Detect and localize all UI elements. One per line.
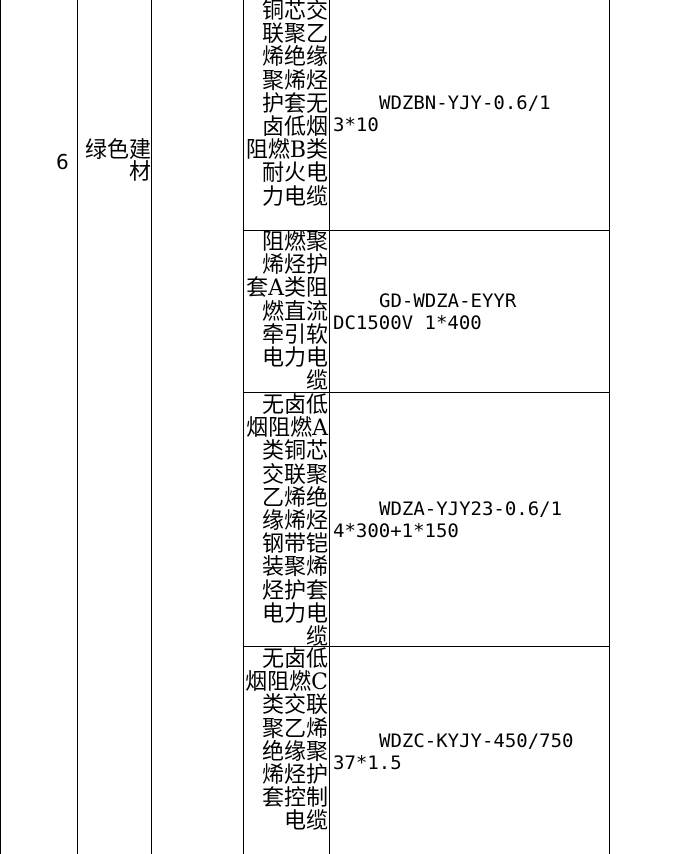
category-cell: 绿色建材: [84, 138, 151, 185]
model-line: 4*300+1*150: [333, 520, 459, 542]
model-line: 3*10: [333, 114, 379, 136]
product-model: WDZC-KYJY-450/750 37*1.5: [333, 730, 608, 774]
table-border-col3: [243, 0, 244, 854]
model-line: WDZA-YJY23-0.6/1: [379, 498, 563, 520]
table-border-col1: [77, 0, 78, 854]
product-name: 铜芯交联聚乙烯绝缘聚烯烃护套无卤低烟阻燃B类耐火电力电缆: [245, 0, 328, 210]
model-line: GD-WDZA-EYYR: [379, 290, 517, 312]
model-line: WDZBN-YJY-0.6/1: [379, 92, 551, 114]
product-name: 无卤低烟阻燃C类交联聚乙烯绝缘聚烯烃护套控制电缆: [245, 647, 328, 835]
model-line: WDZC-KYJY-450/750: [379, 730, 574, 752]
model-line: DC1500V 1*400: [333, 312, 482, 334]
table-border-left: [0, 0, 1, 854]
row-number: 6: [56, 150, 69, 174]
row-divider: [243, 392, 610, 393]
product-name: 阻燃聚烯烃护套A类阻燃直流牵引软电力电缆: [246, 230, 328, 395]
product-model: GD-WDZA-EYYR DC1500V 1*400: [333, 290, 608, 334]
model-line: 37*1.5: [333, 752, 402, 774]
product-model: WDZA-YJY23-0.6/1 4*300+1*150: [333, 498, 608, 542]
row-divider: [243, 646, 610, 647]
table-border-col5: [609, 0, 610, 854]
row-divider: [243, 230, 610, 231]
product-model: WDZBN-YJY-0.6/1 3*10: [333, 92, 608, 136]
table-border-col2: [151, 0, 152, 854]
table-border-col4: [329, 0, 330, 854]
product-name: 无卤低烟阻燃A类铜芯交联聚乙烯绝缘烯烃钢带铠装聚烯烃护套电力电缆: [246, 393, 328, 651]
